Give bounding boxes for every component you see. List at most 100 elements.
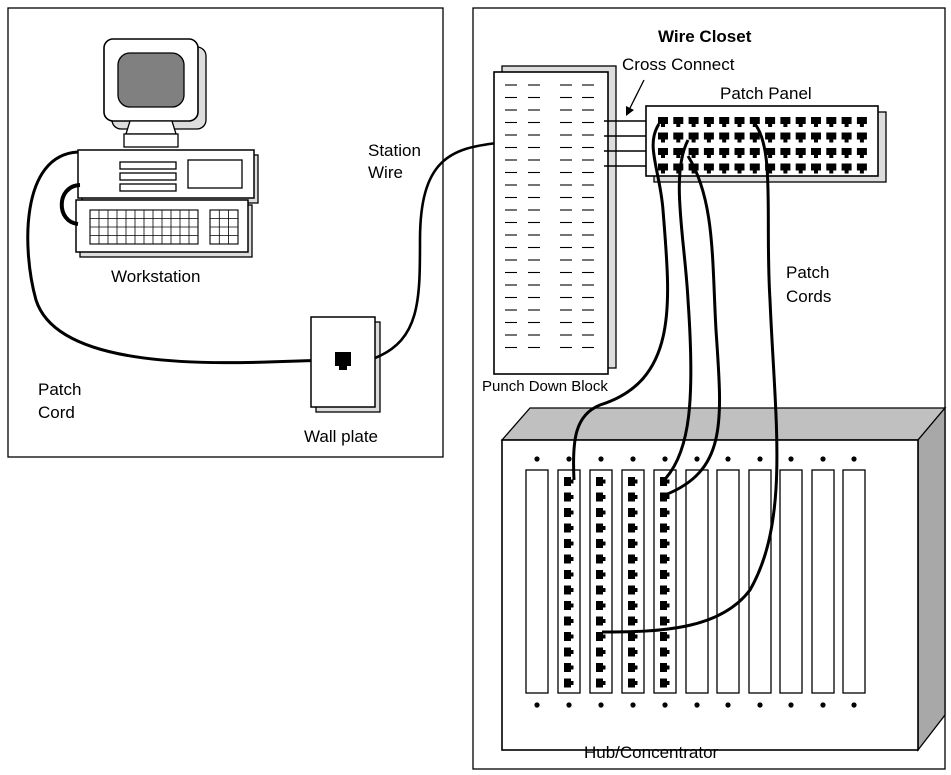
hub-concentrator bbox=[500, 406, 947, 752]
patch-cord-2 bbox=[664, 139, 693, 479]
hub-port-icon bbox=[564, 616, 574, 626]
patch-panel-jack-icon bbox=[795, 148, 806, 158]
patch-panel-jack-icon bbox=[688, 148, 699, 158]
hub-port-icon bbox=[628, 554, 638, 564]
station-wire-label-line2: Wire bbox=[368, 163, 403, 182]
hub-module-slot bbox=[557, 469, 581, 694]
hub-port-icon bbox=[564, 508, 574, 517]
office-area-frame bbox=[7, 7, 444, 458]
hub-port-icon bbox=[628, 477, 638, 486]
patch-panel-jack-icon bbox=[780, 117, 791, 127]
patch-panel-jack-icon bbox=[826, 117, 837, 127]
hub-port-icon bbox=[564, 539, 574, 548]
patch-panel-jack-icon bbox=[658, 163, 668, 174]
hub-port-icon bbox=[596, 508, 606, 517]
patch-panel-jack-icon bbox=[765, 163, 776, 174]
patch-cords-label-line1: Patch bbox=[786, 263, 830, 282]
patch-panel-jack-icon bbox=[856, 148, 867, 158]
hub-port-icon bbox=[596, 570, 606, 579]
hub-port-icon bbox=[564, 477, 574, 486]
hub-port-icon bbox=[628, 647, 638, 657]
patch-cord-3 bbox=[664, 155, 721, 497]
hub-port-icon bbox=[628, 492, 638, 502]
punch-down-block bbox=[493, 65, 617, 375]
punch-down-block-label: Punch Down Block bbox=[482, 378, 608, 395]
patch-panel-jack-icon bbox=[749, 163, 760, 174]
station-wire-label-line1: Station bbox=[368, 141, 421, 160]
patch-panel-jack-icon bbox=[734, 132, 745, 143]
patch-panel-jack-icon bbox=[856, 117, 867, 127]
hub-module-slot bbox=[589, 469, 613, 694]
patch-panel-jack-icon bbox=[795, 117, 806, 127]
patch-cords-label-line2: Cords bbox=[786, 287, 832, 306]
hub-port-icon bbox=[564, 647, 574, 657]
station-wire-cable bbox=[374, 141, 499, 360]
patch-panel-jack-icon bbox=[703, 163, 714, 174]
hub-module-slot bbox=[811, 469, 835, 694]
patch-panel-jack-icon bbox=[749, 132, 760, 143]
hub-port-icon bbox=[628, 616, 638, 626]
patch-panel-jack-icon bbox=[841, 148, 852, 158]
patch-panel-jack-icon bbox=[765, 132, 776, 143]
hub-port-icon bbox=[596, 632, 606, 641]
patch-panel-jack-icon bbox=[658, 132, 668, 143]
hub-port-icon bbox=[596, 678, 606, 688]
hub-port-icon bbox=[564, 570, 574, 579]
hub-port-icon bbox=[564, 663, 574, 672]
patch-panel-jack-icon bbox=[841, 117, 852, 127]
patch-panel-jack-icon bbox=[688, 117, 699, 127]
hub-port-icon bbox=[596, 663, 606, 672]
hub-port-icon bbox=[660, 508, 670, 517]
patch-panel-label: Patch Panel bbox=[720, 84, 812, 103]
patch-panel-jack-icon bbox=[734, 148, 745, 158]
hub-port-icon bbox=[564, 632, 574, 641]
hub-port-icon bbox=[628, 508, 638, 517]
patch-cord-4 bbox=[601, 123, 779, 634]
workstation-computer bbox=[59, 38, 259, 258]
patch-panel-jack-icon bbox=[826, 148, 837, 158]
monitor bbox=[103, 38, 207, 148]
hub-port-icon bbox=[660, 554, 670, 564]
patch-panel-jack-icon bbox=[856, 132, 867, 143]
patch-panel-jack-icon bbox=[826, 132, 837, 143]
patch-panel-jack-icon bbox=[811, 132, 821, 143]
hub-module-slot bbox=[779, 469, 803, 694]
hub-port-icon bbox=[628, 570, 638, 579]
hub-port-icon bbox=[564, 678, 574, 688]
hub-port-icon bbox=[628, 523, 638, 533]
hub-port-icon bbox=[596, 647, 606, 657]
hub-port-icon bbox=[596, 554, 606, 564]
patch-panel-jack-icon bbox=[841, 163, 852, 174]
patch-panel-jack-icon bbox=[658, 117, 668, 127]
system-unit bbox=[77, 149, 259, 204]
hub-port-icon bbox=[628, 632, 638, 641]
patch-panel-jack-icon bbox=[703, 117, 714, 127]
patch-panel-jack-icon bbox=[673, 117, 684, 127]
hub-port-icon bbox=[660, 616, 670, 626]
patch-panel-jack-icon bbox=[719, 148, 730, 158]
patch-panel-jack-icon bbox=[719, 163, 730, 174]
patch-panel-jack-icon bbox=[841, 132, 852, 143]
patch-panel-jack-icon bbox=[703, 132, 714, 143]
hub-port-icon bbox=[660, 647, 670, 657]
hub-port-icon bbox=[628, 678, 638, 688]
patch-cord-label-line1: Patch bbox=[38, 380, 82, 399]
hub-port-icon bbox=[596, 616, 606, 626]
patch-panel-jack-icon bbox=[673, 148, 684, 158]
hub-port-icon bbox=[660, 601, 670, 610]
hub-port-icon bbox=[628, 585, 638, 595]
hub-module-slot bbox=[621, 469, 645, 694]
cross-connect-arrow bbox=[628, 79, 645, 111]
hub-module-slot bbox=[716, 469, 740, 694]
hub-port-icon bbox=[564, 492, 574, 502]
workstation-label: Workstation bbox=[111, 267, 201, 286]
hub-port-icon bbox=[628, 539, 638, 548]
hub-port-icon bbox=[660, 632, 670, 641]
hub-port-icon bbox=[660, 678, 670, 688]
patch-panel-jack-icon bbox=[673, 132, 684, 143]
wire-closet-title: Wire Closet bbox=[658, 27, 752, 46]
patch-panel-jack-icon bbox=[856, 163, 867, 174]
wall-plate-jack-icon bbox=[335, 352, 351, 366]
hub-port-icon bbox=[660, 570, 670, 579]
